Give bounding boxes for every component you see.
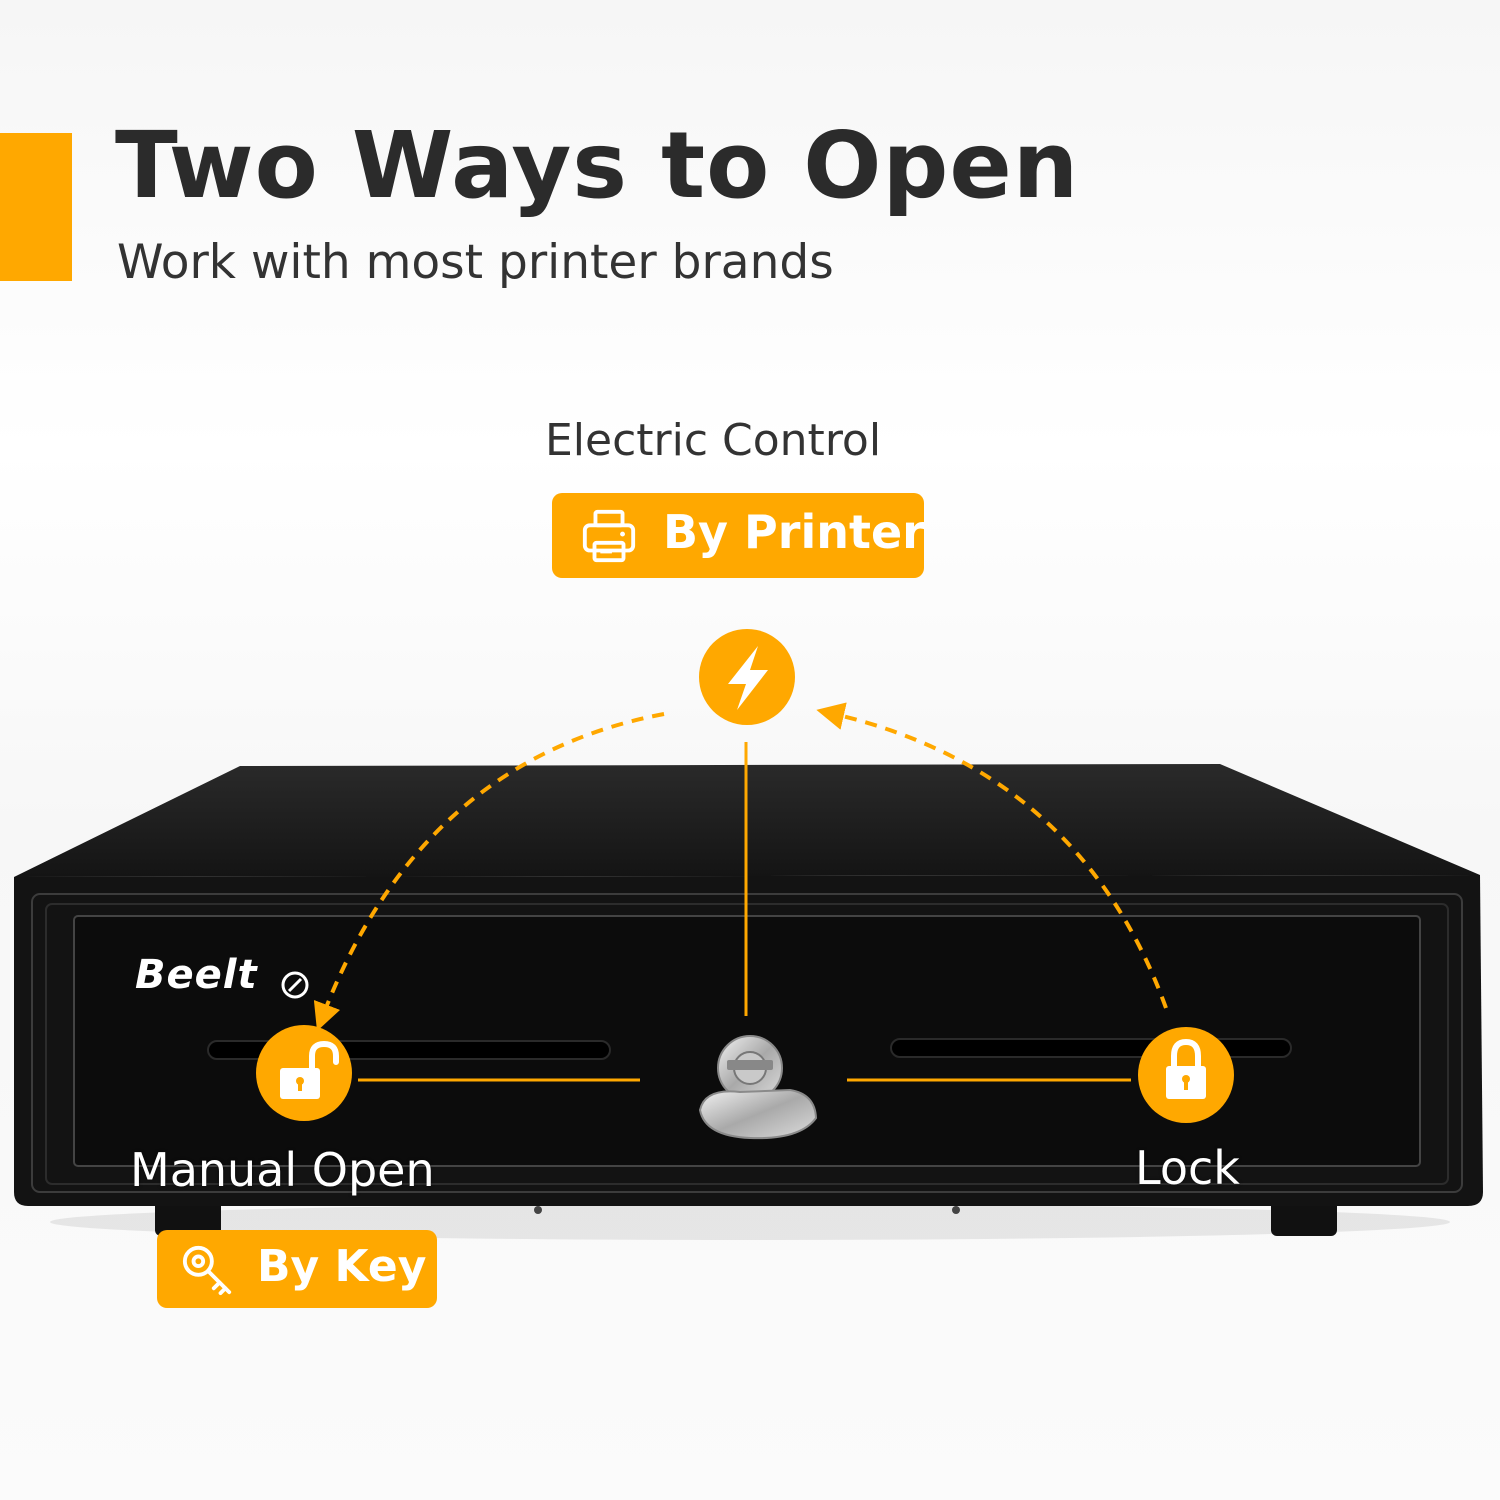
- accent-bar: [0, 133, 72, 281]
- by-printer-label: By Printer: [663, 505, 925, 559]
- by-key-label: By Key: [257, 1241, 427, 1292]
- locked-padlock-icon: [1138, 1027, 1234, 1123]
- by-printer-badge: By Printer: [552, 493, 925, 578]
- key-lock-cylinder: [698, 1035, 818, 1140]
- by-key-badge: By Key: [157, 1230, 437, 1308]
- lock-label: Lock: [1135, 1141, 1240, 1195]
- arc-to-electric: [816, 702, 1168, 1009]
- electric-control-label: Electric Control: [545, 415, 882, 466]
- brand-logo-mark: [281, 971, 309, 999]
- printer-icon: [582, 509, 636, 563]
- key-icon: [182, 1245, 232, 1296]
- lightning-bolt-icon: [699, 629, 795, 725]
- arc-to-open: [313, 712, 665, 1032]
- drawer-foot-right: [1271, 1200, 1337, 1236]
- manual-open-label: Manual Open: [130, 1143, 435, 1197]
- drawer-screw: [952, 1206, 960, 1214]
- drawer-slot-right: [890, 1038, 1292, 1058]
- brand-logo: Beelt: [135, 952, 258, 998]
- page-subtitle: Work with most printer brands: [117, 235, 834, 290]
- drawer-foot-left: [155, 1200, 221, 1236]
- unlocked-padlock-icon: [256, 1025, 352, 1121]
- drawer-screw: [534, 1206, 542, 1214]
- page-title: Two Ways to Open: [115, 112, 1080, 219]
